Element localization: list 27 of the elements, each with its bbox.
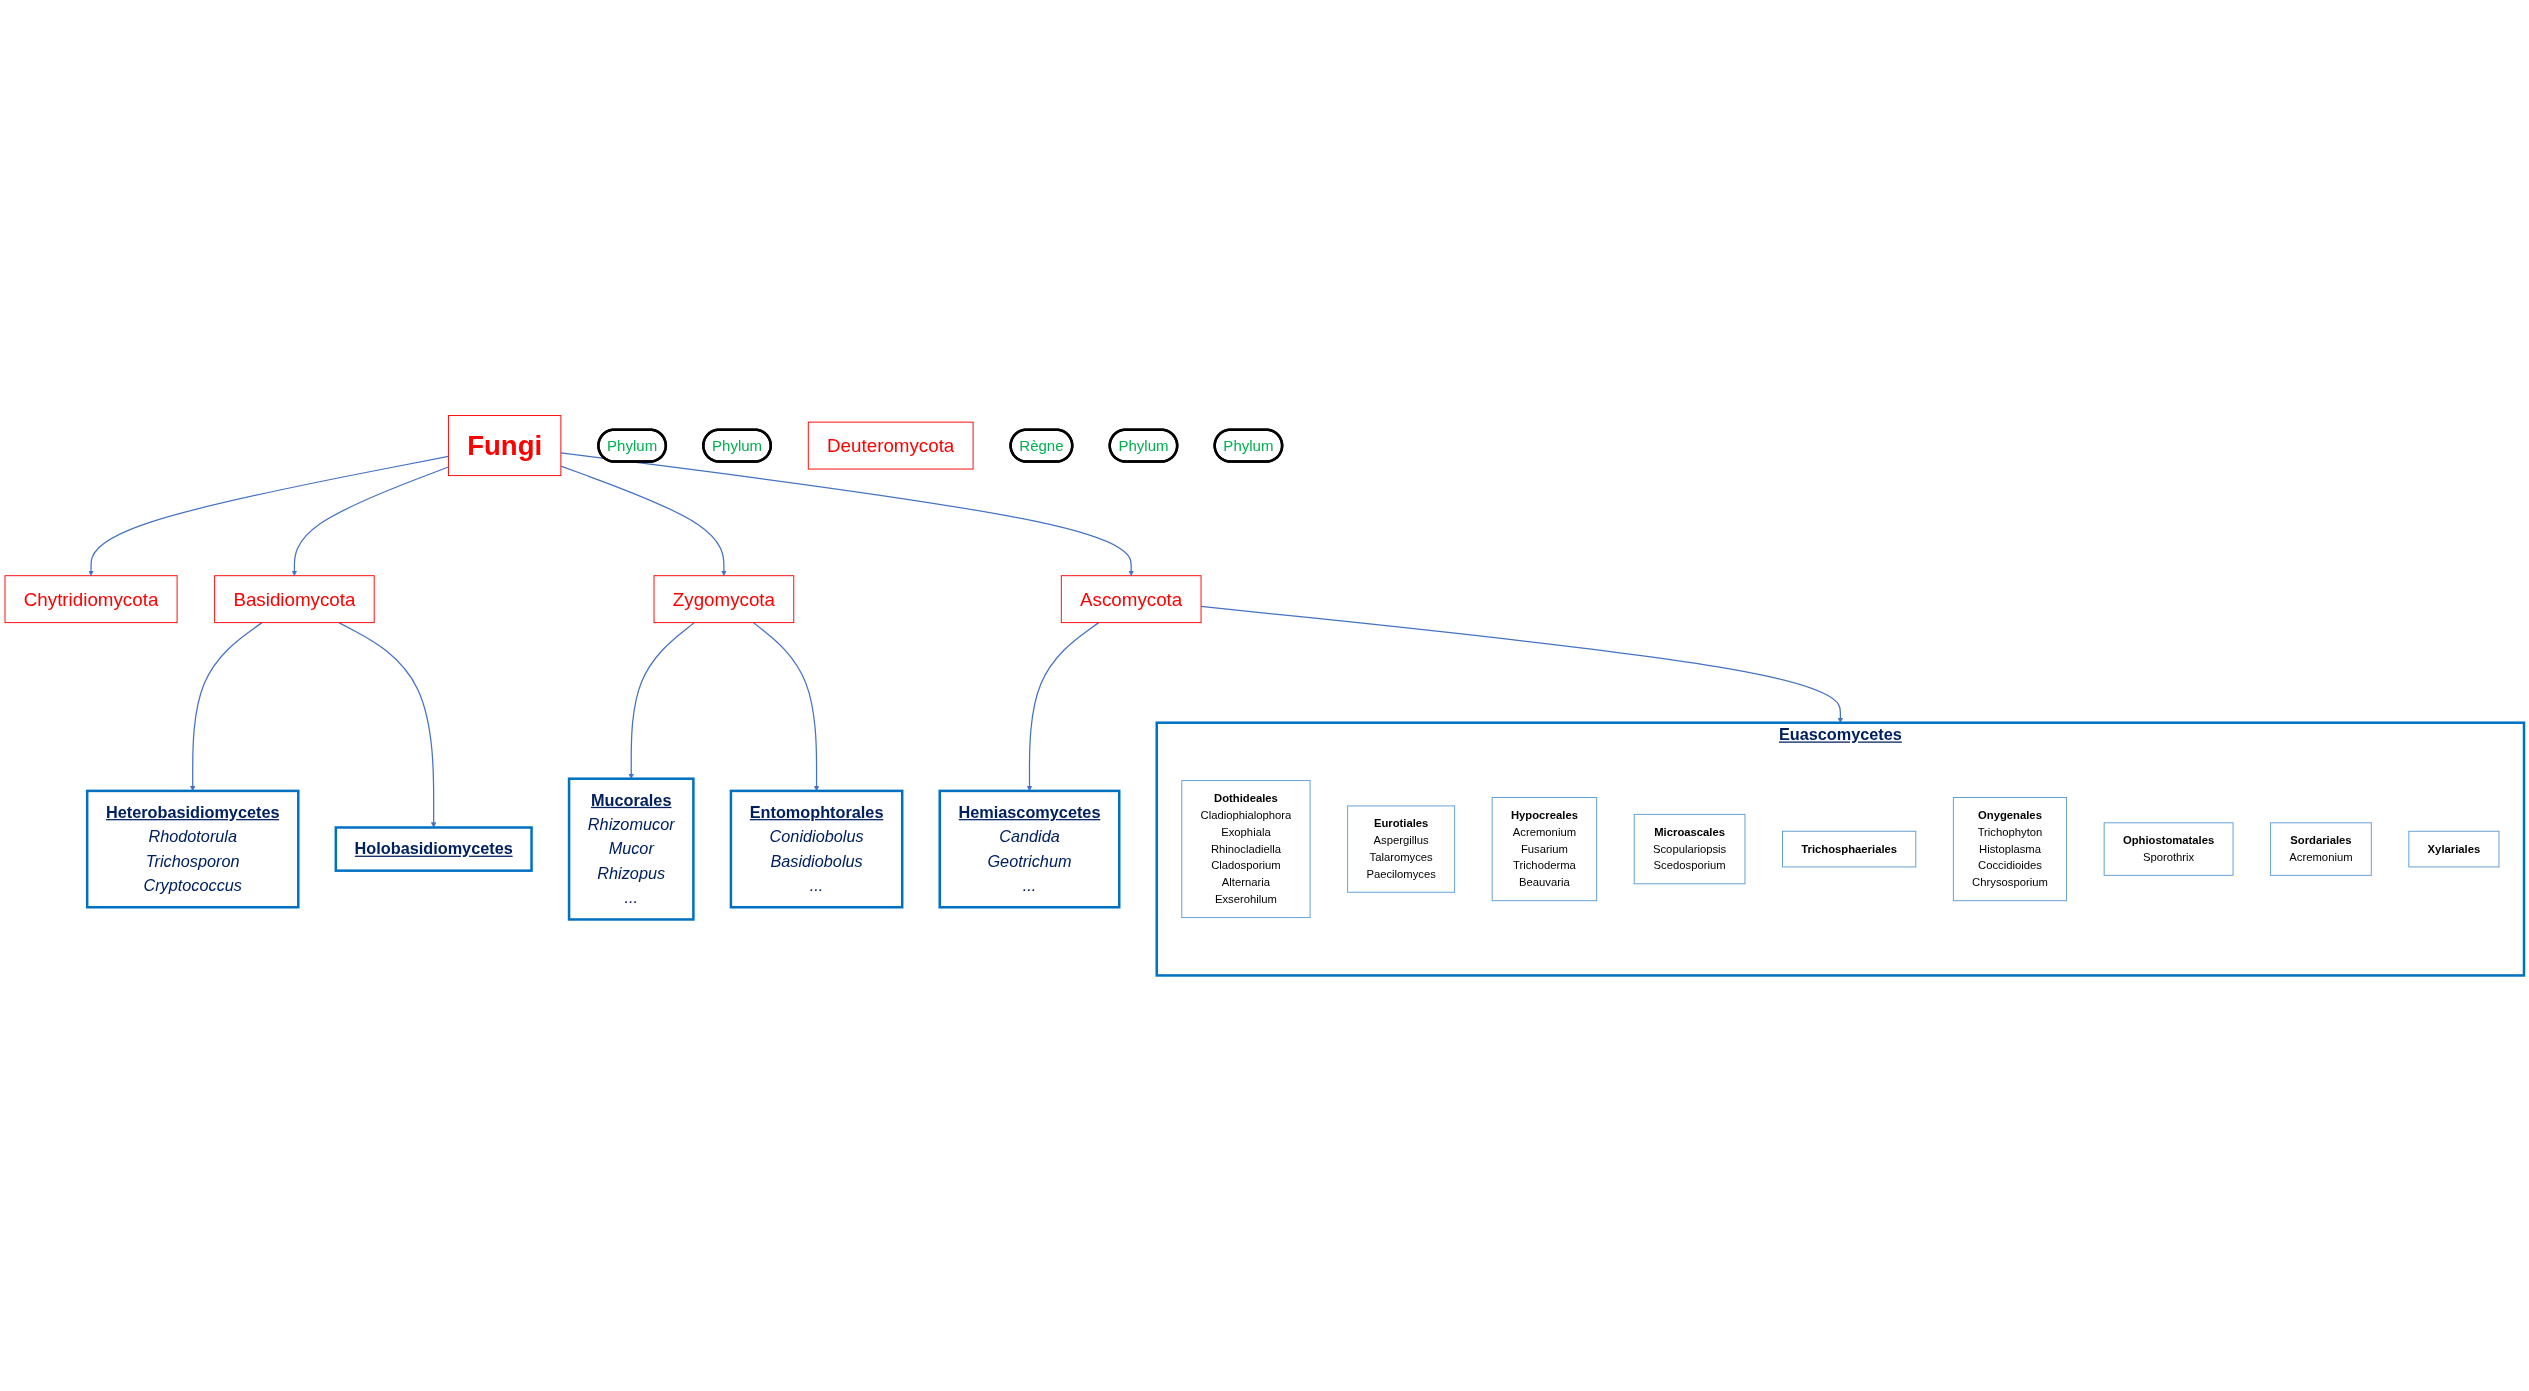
node-box: Xylariales	[2408, 830, 2500, 868]
node-box: Chytridiomycota	[4, 575, 178, 624]
node-box: Heterobasidiomycetes Rhodotorula Trichosporon Cryptococcus	[85, 789, 300, 909]
node-box: Ophiostomatales Sporothrix	[2103, 822, 2234, 876]
node-box: Eurotiales Aspergillus Talaromyces Paecilomyces	[1347, 805, 1456, 893]
node-box: Hypocreales Acremonium Fusarium Trichoderma Beauvaria	[1491, 797, 1598, 902]
node-box: Dothideales Cladiophialophora Exophiala Rhinocladiella Cladosporium Alternaria Exserohilum	[1181, 780, 1311, 919]
node-box: Holobasidiomycetes	[334, 826, 533, 872]
arrow	[560, 452, 1134, 576]
arrow	[291, 466, 450, 576]
node-box: Sordariales Acremonium	[2270, 822, 2372, 876]
arrow	[338, 622, 437, 828]
arrow	[628, 622, 695, 779]
node-box: Deuteromycota	[807, 421, 974, 470]
node-box: Fungi	[447, 415, 562, 477]
node-box: Entomophtorales Conidiobolus Basidiobolus ...	[729, 789, 904, 909]
node-box: Onygenales Trichophyton Histoplasma Coccidioides Chrysosporium	[1952, 797, 2068, 902]
node-box: Trichosphaeriales	[1782, 830, 1917, 868]
node-box: Mucorales Rhizomucor Mucor Rhizopus ...	[567, 777, 695, 921]
node-box: Ascomycota	[1060, 575, 1202, 624]
arrow	[88, 455, 450, 576]
arrow	[1200, 605, 1844, 723]
node-box: Zygomycota	[653, 575, 795, 624]
arrow	[560, 465, 727, 576]
node-box: Hemiascomycetes Candida Geotrichum ...	[938, 789, 1121, 909]
node-box: Microascales Scopulariopsis Scedosporium	[1633, 813, 1746, 885]
node-box: Basidiomycota	[214, 575, 375, 624]
